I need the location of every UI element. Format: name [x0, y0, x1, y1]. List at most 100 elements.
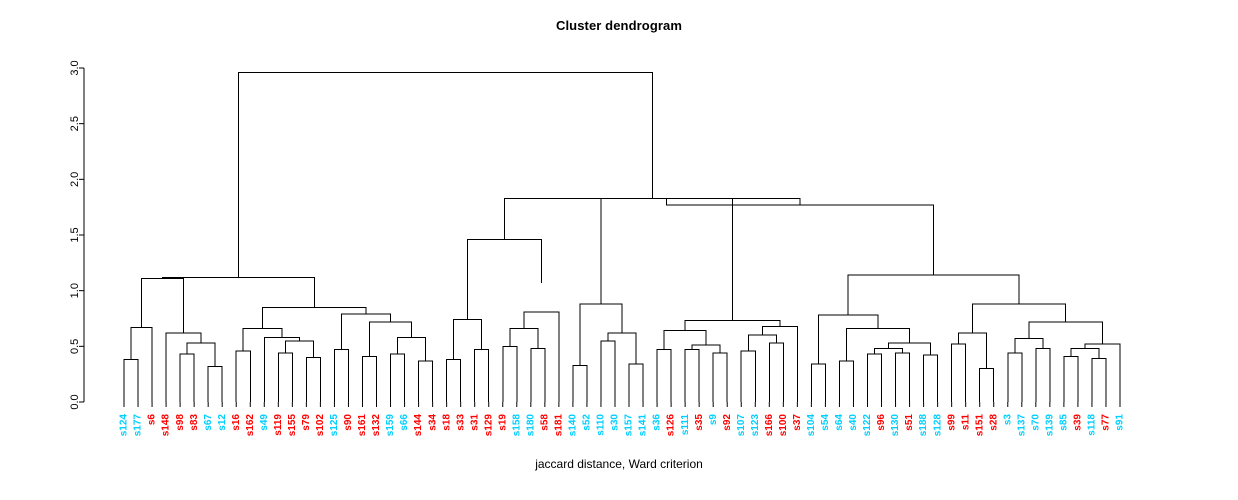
leaf-label: s67 — [203, 414, 214, 431]
dendrogram-link — [397, 336, 427, 361]
dendrogram-link — [361, 355, 378, 402]
dendrogram-link — [242, 328, 283, 351]
leaf-label: s51 — [904, 414, 915, 431]
leaf-label: s104 — [806, 414, 817, 437]
dendrogram-link — [656, 349, 672, 402]
dendrogram-link — [895, 352, 911, 402]
leaf-label: s12 — [217, 414, 228, 431]
dendrogram-link — [340, 313, 392, 350]
leaf-label: s64 — [834, 414, 845, 431]
dendrogram-link — [1014, 338, 1044, 354]
leaf-label: s161 — [357, 414, 368, 437]
dendrogram-link — [141, 277, 185, 333]
dendrogram-link — [712, 352, 728, 402]
dendrogram-link — [509, 328, 539, 349]
dendrogram-link — [263, 336, 300, 402]
leaf-label: s141 — [638, 414, 649, 437]
leaf-label: s18 — [441, 414, 452, 431]
leaf-label: s31 — [469, 414, 480, 431]
dendrogram-link — [179, 353, 195, 402]
leaf-label: s99 — [946, 414, 957, 431]
leaf-label: s144 — [413, 414, 424, 437]
leaf-label: s83 — [189, 414, 200, 431]
dendrogram-link — [600, 340, 616, 402]
leaf-label: s16 — [231, 414, 242, 431]
leaf-label: s30 — [610, 414, 621, 431]
leaf-label: s96 — [876, 414, 887, 431]
leaf-label: s85 — [1059, 414, 1070, 431]
dendrogram-link — [1063, 355, 1079, 402]
dendrogram-link — [1091, 358, 1107, 402]
leaf-label: s49 — [259, 414, 270, 431]
y-axis-tick-label: 2.5 — [69, 116, 81, 131]
leaf-label: s79 — [301, 414, 312, 431]
dendrogram-link — [958, 332, 988, 369]
dendrogram-link — [663, 330, 707, 350]
dendrogram-link — [691, 344, 721, 354]
dendrogram-link — [305, 356, 321, 402]
leaf-label: s111 — [680, 414, 691, 436]
dendrogram-link — [467, 238, 542, 320]
leaf-label: s180 — [525, 414, 536, 437]
leaf-label: s107 — [736, 414, 747, 437]
dendrogram-link — [607, 332, 637, 365]
y-axis-tick-label: 0.0 — [69, 394, 81, 409]
leaf-label: s125 — [329, 414, 340, 437]
leaf-label: s19 — [497, 414, 508, 431]
page-title: Cluster dendrogram — [555, 18, 683, 33]
dendrogram-link — [262, 306, 367, 329]
dendrogram-link — [951, 343, 967, 402]
leaf-label: s130 — [890, 414, 901, 437]
dendrogram-link — [130, 326, 153, 402]
dendrogram-link — [1084, 343, 1121, 402]
dendrogram-link — [923, 354, 939, 402]
leaf-label: s162 — [245, 414, 256, 437]
leaf-label: s139 — [1044, 414, 1055, 437]
leaf-label: s90 — [343, 414, 354, 431]
leaf-label: s110 — [596, 414, 607, 436]
dendrogram-link — [530, 348, 546, 402]
dendrogram-link — [446, 359, 462, 402]
leaf-label: s128 — [932, 414, 943, 437]
dendrogram-link — [684, 349, 700, 402]
dendrogram-link — [237, 71, 653, 278]
dendrogram-link — [972, 303, 1067, 333]
y-axis-tick-label: 0.5 — [69, 339, 81, 354]
leaf-label: s155 — [287, 414, 298, 437]
dendrogram-link — [761, 325, 798, 402]
leaf-label: s54 — [820, 414, 831, 431]
dendrogram-link — [600, 197, 733, 321]
leaf-label: s11 — [960, 414, 971, 431]
dendrogram-link — [866, 353, 883, 402]
leaf-label: s124 — [119, 414, 130, 437]
leaf-label: s40 — [848, 414, 859, 431]
leaf-label: s122 — [862, 414, 873, 437]
leaf-label: s52 — [582, 414, 593, 431]
leaf-label: s148 — [161, 414, 172, 437]
dendrogram-link — [666, 198, 935, 276]
dendrogram-branches — [123, 71, 1121, 402]
dendrogram-link — [284, 340, 314, 358]
leaf-label: s34 — [427, 414, 438, 431]
leaf-label: s91 — [1115, 414, 1126, 431]
dendrogram-link — [523, 311, 560, 402]
leaf-label: s129 — [483, 414, 494, 437]
leaf-label: s188 — [918, 414, 929, 437]
leaf-label: s58 — [539, 414, 550, 431]
dendrogram-link — [474, 349, 490, 402]
dendrogram-link — [453, 319, 483, 360]
dendrogram-link — [1035, 348, 1051, 402]
leaf-label: s77 — [1101, 414, 1112, 431]
dendrogram-link — [847, 274, 1020, 316]
leaf-label: s132 — [371, 414, 382, 437]
dendrogram-link — [277, 352, 293, 402]
leaf-label: s123 — [750, 414, 761, 437]
dendrogram-link — [1007, 352, 1023, 402]
dendrogram-link — [504, 197, 801, 240]
leaf-label: s159 — [385, 414, 396, 437]
leaf-label: s158 — [511, 414, 522, 437]
dendrogram-link — [572, 364, 588, 402]
dendrogram-link — [817, 314, 879, 365]
